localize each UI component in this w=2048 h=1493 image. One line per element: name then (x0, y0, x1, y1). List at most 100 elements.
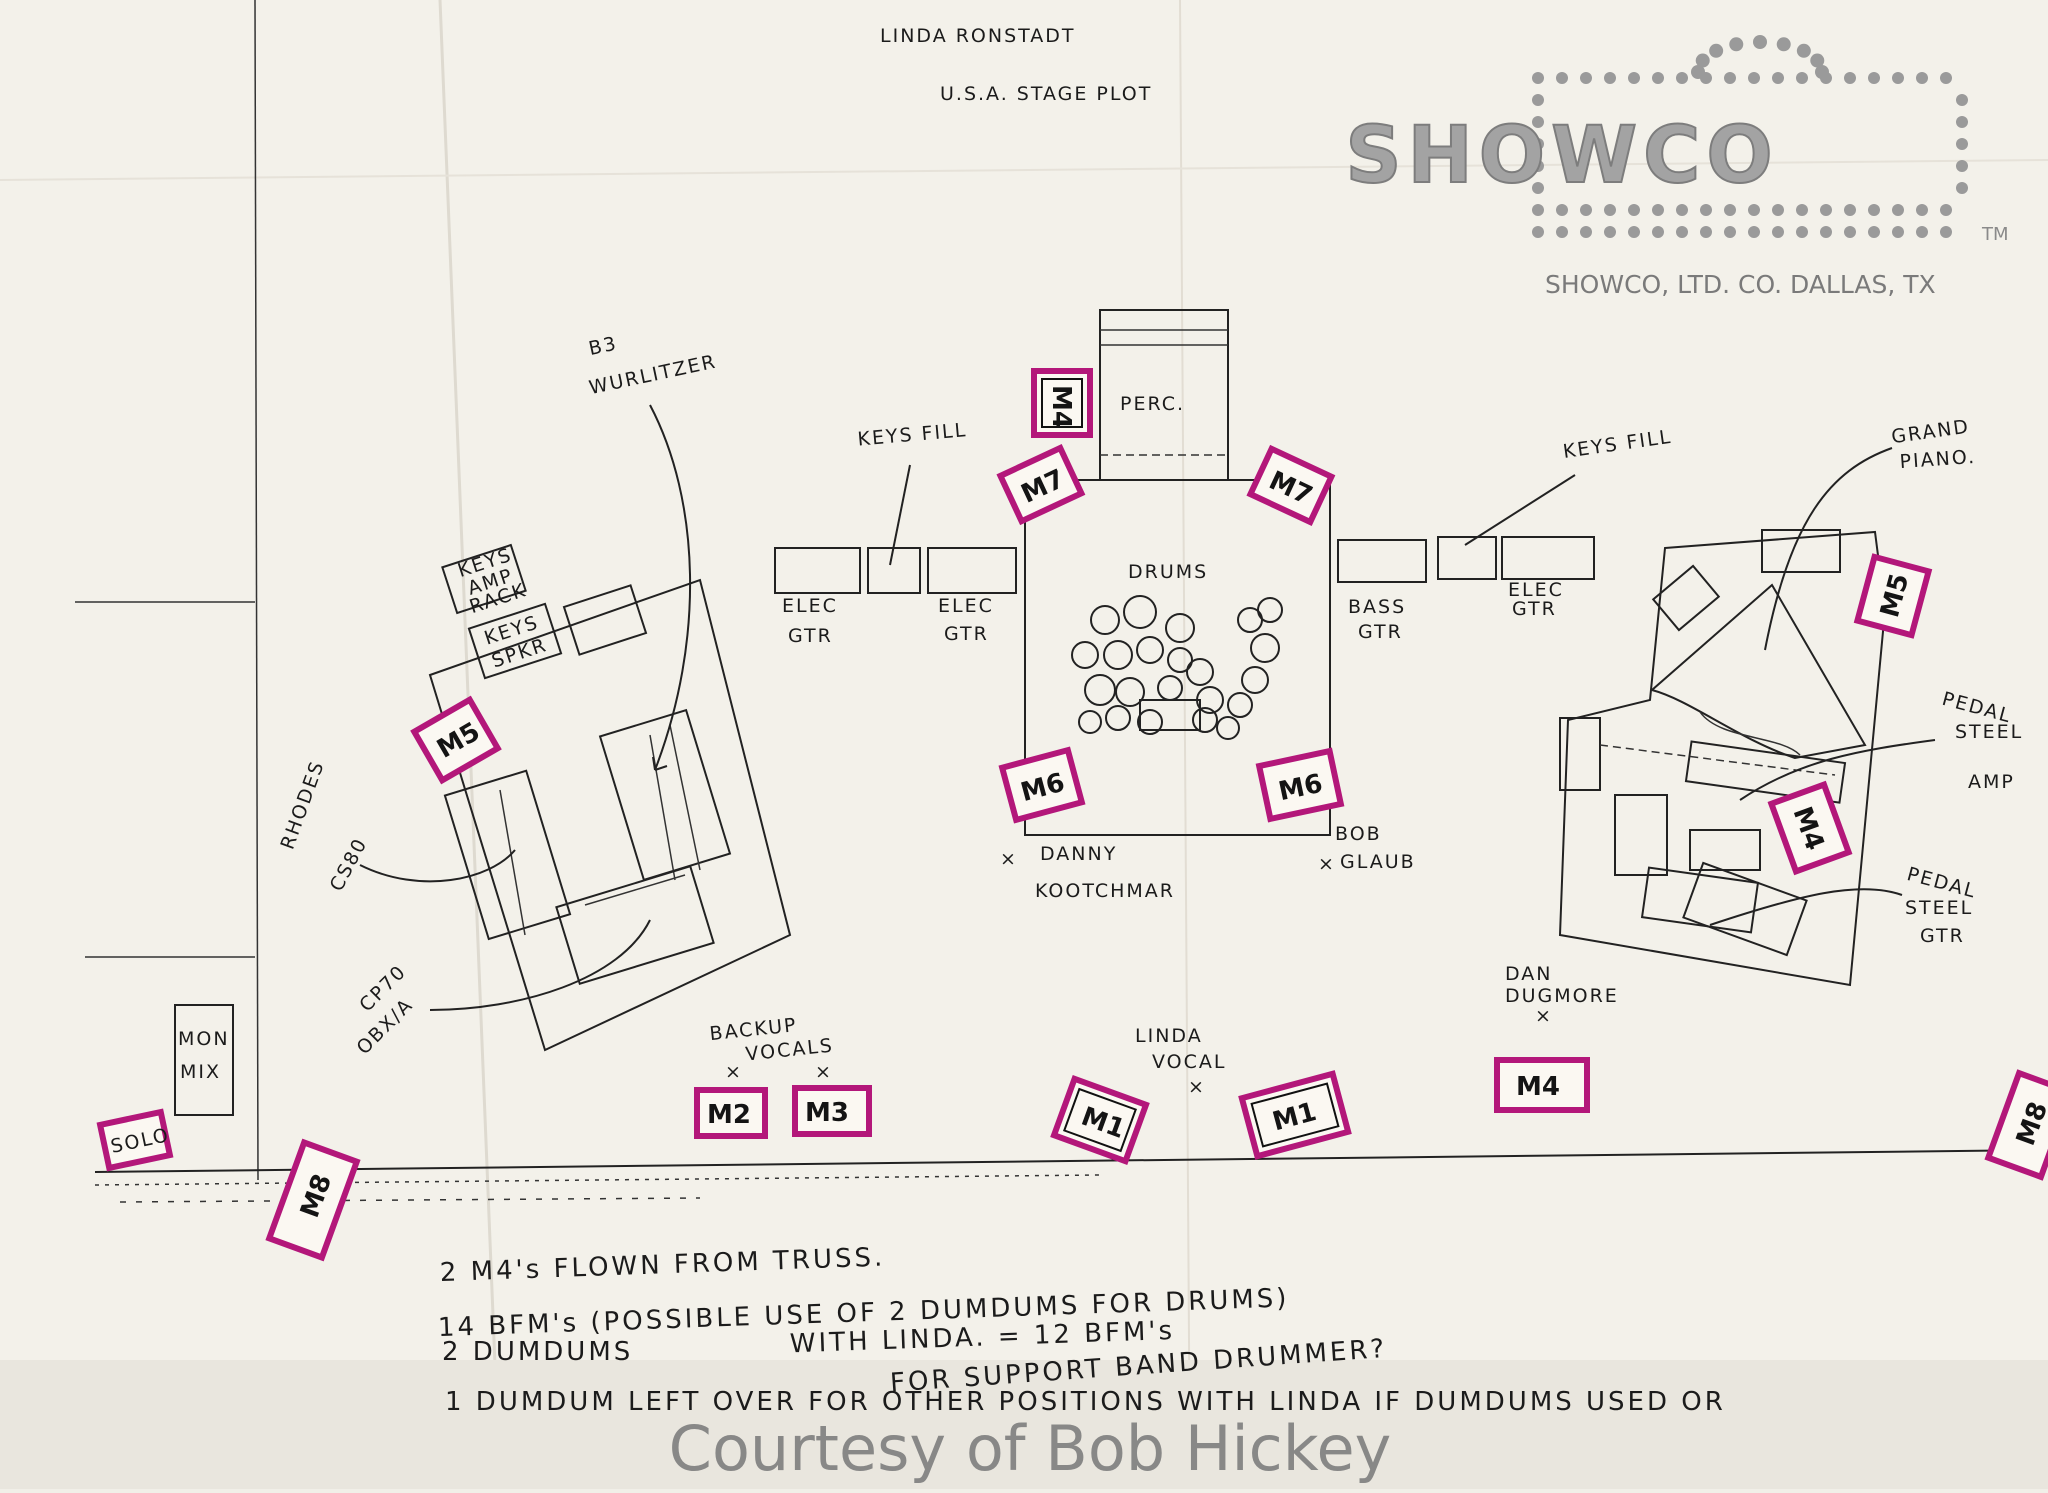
drum-shell (1241, 666, 1269, 694)
svg-text:M4: M4 (1516, 1072, 1560, 1102)
logo-dot (1940, 72, 1952, 84)
monitor-m4-perc: M4 (1031, 368, 1093, 438)
label-danny-1: DANNY (1040, 843, 1117, 865)
logo-trademark: TM (1981, 224, 2009, 245)
logo-dot (1892, 204, 1904, 216)
label-cs80: CS80 (326, 834, 372, 895)
logo-dot (1532, 94, 1544, 106)
logo-dot (1820, 204, 1832, 216)
label-grand-piano-2: PIANO. (1899, 446, 1977, 473)
label-wurlitzer: WURLITZER (587, 351, 719, 400)
note-line-1: 2 M4's FLOWN FROM TRUSS. (439, 1243, 885, 1289)
monitor-m1-left: M1 (1050, 1074, 1150, 1166)
label-pedal-steel-amp-2: STEEL (1955, 721, 2023, 743)
label-mon-mix-2: MIX (180, 1061, 221, 1083)
danny-x: × (1000, 848, 1018, 870)
logo-dot (1628, 204, 1640, 216)
logo-dot (1700, 226, 1712, 238)
stage-edge-lines (75, 0, 2048, 1203)
logo-dot (1604, 72, 1616, 84)
credit-watermark: Courtesy of Bob Hickey (669, 1412, 1392, 1485)
logo-dot (1580, 226, 1592, 238)
logo-dot (1956, 94, 1968, 106)
drum-shell (1103, 640, 1133, 670)
monitor-m4-steel: M4 (1767, 780, 1853, 876)
drum-shell (1137, 709, 1163, 735)
label-grand-piano-1: GRAND (1890, 415, 1971, 448)
logo-dot (1815, 65, 1829, 79)
logo-dot (1729, 37, 1744, 52)
monitor-m2: M2 (694, 1087, 768, 1139)
drum-shell (1078, 710, 1102, 734)
label-danny-2: KOOTCHMAR (1035, 880, 1175, 902)
drum-shell (1250, 633, 1280, 663)
logo-dot (1556, 204, 1568, 216)
logo-dot (1724, 204, 1736, 216)
logo-dot (1691, 65, 1705, 79)
linda-x: × (1188, 1076, 1206, 1098)
logo-dot (1532, 226, 1544, 238)
logo-dot (1532, 160, 1544, 172)
label-perc: PERC. (1120, 393, 1185, 415)
logo-dot (1700, 204, 1712, 216)
logo-dot-frame (1532, 35, 1968, 238)
logo-dot (1868, 226, 1880, 238)
label-b3: B3 (587, 332, 620, 360)
logo-dot (1580, 204, 1592, 216)
drum-shell (1105, 705, 1131, 731)
monitor-m5-right: M5 (1853, 553, 1933, 639)
label-linda-2: VOCAL (1152, 1051, 1226, 1073)
monitor-mix-position: MON MIX (174, 1004, 234, 1116)
keyboard-labels: B3 WURLITZER RHODES CS80 CP70 OBX/A (277, 332, 719, 1059)
keys-fill-right: KEYS FILL (1337, 426, 1674, 583)
performer-positions: × DANNY KOOTCHMAR BOB × GLAUB DAN DUGMOR… (708, 823, 1619, 1098)
logo-dot (1772, 72, 1784, 84)
rigging-notes: 2 M4's FLOWN FROM TRUSS. 14 BFM's (POSSI… (437, 1243, 1722, 1417)
logo-dot (1676, 226, 1688, 238)
logo-dot (1580, 72, 1592, 84)
title-block: LINDA RONSTADT U.S.A. STAGE PLOT (880, 25, 1150, 105)
logo-dot (1940, 204, 1952, 216)
drum-shell (1167, 647, 1193, 673)
label-bob-2: GLAUB (1340, 851, 1416, 873)
logo-dot (1532, 116, 1544, 128)
drum-shell (1192, 707, 1218, 733)
dan-x: × (1535, 1005, 1553, 1027)
drum-kit (1071, 595, 1283, 740)
label-keys-fill-left: KEYS FILL (857, 419, 968, 450)
label-bass-gtr-a: BASS (1348, 596, 1406, 618)
logo-dot (1532, 72, 1544, 84)
drum-shell (1186, 658, 1214, 686)
logo-dot (1956, 160, 1968, 172)
label-keys-fill-right: KEYS FILL (1562, 426, 1674, 463)
monitor-m4-front: M4 (1494, 1057, 1590, 1113)
logo-dot (1604, 204, 1616, 216)
monitor-m3: M3 (792, 1085, 872, 1137)
logo-dot (1748, 204, 1760, 216)
logo-dot (1820, 226, 1832, 238)
logo-dot (1652, 72, 1664, 84)
logo-dot (1676, 204, 1688, 216)
logo-dot (1748, 72, 1760, 84)
label-dan-2: DUGMORE (1505, 985, 1619, 1007)
logo-dot (1868, 72, 1880, 84)
logo-dot (1604, 226, 1616, 238)
logo-dot (1916, 72, 1928, 84)
logo-dot (1844, 204, 1856, 216)
monitor-wedges: M4 M7 M7 M6 M6 M5 M5 M4 (96, 368, 2048, 1262)
drum-throne (1139, 699, 1201, 731)
backup-x-1: × (725, 1061, 743, 1083)
bob-x: × (1318, 853, 1336, 875)
drum-shell (1136, 636, 1164, 664)
label-drums: DRUMS (1128, 561, 1208, 583)
logo-dot (1628, 226, 1640, 238)
monitor-m6-right: M6 (1255, 747, 1345, 823)
label-elec-gtr-3a: ELEC (1508, 579, 1564, 601)
monitor-m5-left: M5 (410, 695, 502, 785)
logo-dot (1724, 72, 1736, 84)
logo-dot (1532, 138, 1544, 150)
monitor-m8-left: M8 (265, 1138, 361, 1262)
logo-dot (1844, 72, 1856, 84)
